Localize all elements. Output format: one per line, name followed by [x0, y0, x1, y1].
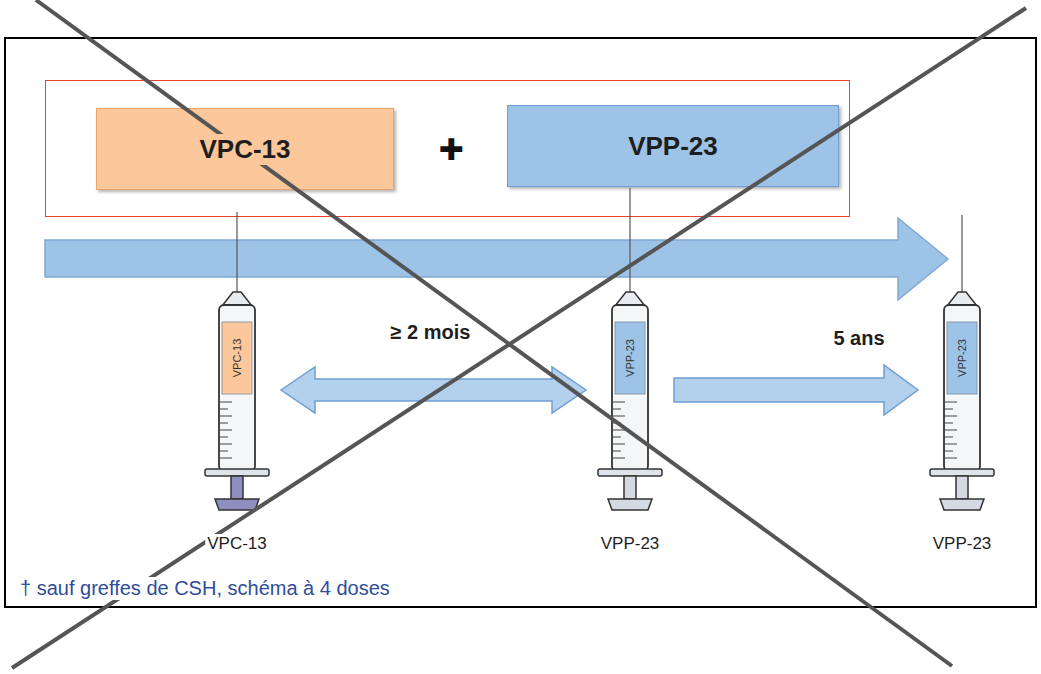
footnote: † sauf greffes de CSH, schéma à 4 doses [18, 577, 392, 600]
graduation [220, 402, 232, 403]
graduation [220, 437, 228, 438]
group-frame: VPC-13 VPP-23 ✚ [45, 80, 850, 217]
graduation [945, 416, 957, 417]
graduation [613, 430, 625, 431]
vaccine-box: VPC-13 [96, 108, 394, 190]
graduation [220, 409, 228, 410]
finger-flange [930, 469, 994, 476]
graduation [613, 437, 621, 438]
interval-arrow [674, 365, 918, 415]
graduation [613, 451, 621, 452]
graduation [613, 423, 621, 424]
barrel-label [615, 322, 645, 394]
barrel-label [947, 322, 977, 394]
cross-line [36, 0, 952, 666]
graduation [945, 458, 957, 459]
cross-line [12, 8, 1026, 668]
graduation [613, 444, 625, 445]
plunger-rod [956, 476, 968, 499]
plunger-head [940, 499, 984, 510]
syringe-figure: VPC-13VPC-13 [197, 212, 277, 510]
outer-frame [5, 38, 1036, 607]
graduation [945, 451, 953, 452]
barrel-label [222, 322, 252, 394]
timeline-arrow [45, 218, 948, 300]
syringe-label: VPP-23 [956, 337, 968, 379]
plunger-head [215, 499, 259, 510]
syringe-figure: VPP-23VPP-23 [922, 215, 1002, 510]
plunger-rod [624, 476, 636, 499]
finger-flange [205, 469, 269, 476]
syringe-caption: VPC-13 [205, 534, 269, 554]
barrel [612, 305, 648, 471]
graduation [220, 451, 228, 452]
graduation [613, 402, 625, 403]
needle [629, 188, 630, 292]
graduation [220, 444, 232, 445]
graduation [945, 444, 957, 445]
barrel [219, 305, 255, 471]
syringe-label: VPP-23 [624, 337, 636, 379]
graduation [945, 402, 957, 403]
needle-hub [615, 292, 645, 306]
vaccine-box: VPP-23 [507, 105, 839, 187]
graduation [613, 416, 625, 417]
graduation [945, 437, 953, 438]
syringe-label: VPC-13 [231, 337, 243, 380]
graduation [613, 458, 625, 459]
interval-label: ≥ 2 mois [388, 321, 474, 344]
graduation [220, 416, 232, 417]
graduation [945, 423, 953, 424]
interval-arrow [281, 367, 586, 413]
syringe-figure: VPP-23VPP-23 [590, 188, 670, 510]
barrel [944, 305, 980, 471]
plus-sign: ✚ [436, 132, 465, 167]
graduation [945, 409, 953, 410]
needle [961, 215, 962, 292]
plunger-head [608, 499, 652, 510]
graduation [220, 423, 228, 424]
interval-label: 5 ans [830, 327, 887, 350]
finger-flange [598, 469, 662, 476]
syringe-caption: VPP-23 [931, 534, 994, 554]
needle-hub [222, 292, 252, 306]
graduation [945, 430, 957, 431]
graduation [613, 409, 621, 410]
vaccine-name: VPC-13 [196, 134, 293, 165]
vaccine-name: VPP-23 [625, 131, 721, 162]
needle [236, 212, 237, 292]
needle-hub [947, 292, 977, 306]
syringe-caption: VPP-23 [599, 534, 662, 554]
plunger-rod [231, 476, 243, 499]
graduation [220, 458, 232, 459]
graduation [220, 430, 232, 431]
